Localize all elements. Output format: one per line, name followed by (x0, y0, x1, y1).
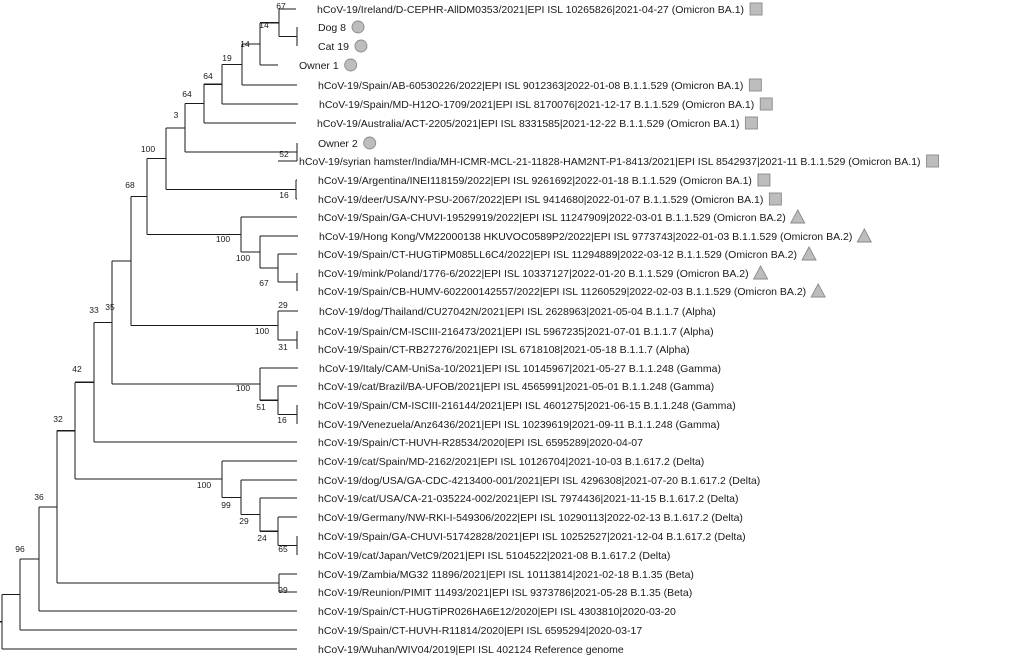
tip-label: hCoV-19/cat/Spain/MD-2162/2021|EPI ISL 1… (318, 456, 704, 468)
tip-label: hCoV-19/Venezuela/Anz6436/2021|EPI ISL 1… (318, 419, 720, 431)
square-marker-icon (749, 2, 763, 16)
bootstrap-value: 100 (141, 144, 155, 154)
bootstrap-value: 52 (279, 149, 289, 159)
bootstrap-value: 100 (236, 383, 250, 393)
tip-labels: hCoV-19/Ireland/D-CEPHR-AllDM0353/2021|E… (299, 2, 940, 656)
tip-label: hCoV-19/Spain/MD-H12O-1709/2021|EPI ISL … (319, 99, 754, 111)
square-marker-icon (759, 97, 773, 111)
tip-label: hCoV-19/mink/Poland/1776-6/2022|EPI ISL … (318, 268, 749, 280)
tip-label: hCoV-19/Reunion/PIMIT 11493/2021|EPI ISL… (318, 587, 692, 599)
bootstrap-value: 100 (236, 253, 250, 263)
bootstrap-value: 64 (203, 71, 213, 81)
bootstrap-value: 96 (15, 544, 25, 554)
circle-marker-icon (351, 20, 365, 34)
bootstrap-value: 100 (255, 326, 269, 336)
bootstrap-value: 31 (278, 342, 288, 352)
bootstrap-value: 29 (278, 300, 288, 310)
bootstrap-value: 100 (216, 234, 230, 244)
tip-label: hCoV-19/Zambia/MG32 11896/2021|EPI ISL 1… (318, 569, 694, 581)
tip-label: hCoV-19/Spain/CT-HUGTiPM085LL6C4/2022|EP… (318, 249, 797, 261)
bootstrap-value: 33 (89, 305, 99, 315)
tip-label: hCoV-19/Argentina/INEI118159/2022|EPI IS… (318, 175, 752, 187)
triangle-marker-icon (810, 283, 826, 298)
bootstrap-value: 99 (278, 585, 288, 595)
tip-label: hCoV-19/Australia/ACT-2205/2021|EPI ISL … (317, 118, 739, 130)
square-marker-icon (748, 78, 762, 92)
tip-label: hCoV-19/Spain/CT-HUGTiPR026HA6E12/2020|E… (318, 606, 676, 618)
tip-label: hCoV-19/Spain/GA-CHUVI-19529919/2022|EPI… (318, 212, 786, 224)
tip-label: hCoV-19/Wuhan/WIV04/2019|EPI ISL 402124 … (318, 644, 624, 656)
bootstrap-value: 99 (221, 500, 231, 510)
bootstrap-value: 67 (276, 1, 286, 11)
square-marker-icon (768, 192, 782, 206)
circle-marker-icon (344, 58, 358, 72)
tip-label: hCoV-19/Spain/CM-ISCIII-216473/2021|EPI … (318, 326, 714, 338)
bootstrap-value: 16 (277, 415, 287, 425)
tip-label: hCoV-19/Ireland/D-CEPHR-AllDM0353/2021|E… (317, 4, 744, 16)
bootstrap-value: 100 (197, 480, 211, 490)
square-marker-icon (744, 116, 758, 130)
tip-label: hCoV-19/dog/USA/GA-CDC-4213400-001/2021|… (318, 475, 760, 487)
tip-label: Dog 8 (318, 22, 346, 34)
bootstrap-value: 19 (222, 53, 232, 63)
triangle-marker-icon (752, 265, 769, 280)
tip-label: Cat 19 (318, 41, 349, 53)
bootstrap-value: 68 (125, 180, 135, 190)
tip-label: hCoV-19/Spain/GA-CHUVI-51742828/2021|EPI… (318, 531, 746, 543)
bootstrap-value: 36 (34, 492, 44, 502)
tip-label: hCoV-19/dog/Thailand/CU27042N/2021|EPI I… (319, 306, 716, 318)
circle-marker-icon (354, 39, 368, 53)
tip-label: hCoV-19/Italy/CAM-UniSa-10/2021|EPI ISL … (319, 363, 721, 375)
tip-label: Owner 1 (299, 60, 339, 72)
bootstrap-value: 3 (174, 110, 179, 120)
tip-label: hCoV-19/Spain/CT-RB27276/2021|EPI ISL 67… (318, 344, 690, 356)
bootstrap-value: 24 (257, 533, 267, 543)
tip-label: hCoV-19/Spain/CB-HUMV-602200142557/2022|… (318, 286, 806, 298)
triangle-marker-icon (856, 228, 873, 243)
tip-label: hCoV-19/Hong Kong/VM22000138 HKUVOC0589P… (319, 231, 852, 243)
bootstrap-value: 64 (182, 89, 192, 99)
square-marker-icon (757, 173, 771, 187)
tip-label: hCoV-19/Spain/CT-HUVH-R11814/2020|EPI IS… (318, 625, 642, 637)
tip-label: hCoV-19/cat/USA/CA-21-035224-002/2021|EP… (318, 493, 738, 505)
bootstrap-value: 29 (239, 516, 249, 526)
bootstrap-value: 16 (279, 190, 289, 200)
tip-label: hCoV-19/cat/Brazil/BA-UFOB/2021|EPI ISL … (318, 381, 714, 393)
bootstrap-value: 67 (259, 278, 269, 288)
bootstrap-value: 14 (259, 20, 269, 30)
bootstrap-value: 42 (72, 364, 82, 374)
bootstrap-value: 32 (53, 414, 63, 424)
triangle-marker-icon (801, 246, 817, 261)
bootstrap-value: 14 (240, 39, 250, 49)
tip-label: hCoV-19/Spain/CT-HUVH-R28534/2020|EPI IS… (318, 437, 643, 449)
tree-branches (0, 8, 298, 650)
bootstrap-value: 35 (105, 302, 115, 312)
tip-label: hCoV-19/Germany/NW-RKI-I-549306/2022|EPI… (318, 512, 743, 524)
tip-label: hCoV-19/Spain/CM-ISCIII-216144/2021|EPI … (318, 400, 736, 412)
bootstrap-value: 65 (278, 544, 288, 554)
circle-marker-icon (363, 136, 377, 150)
tip-label: Owner 2 (318, 138, 358, 150)
bootstrap-value: 51 (256, 402, 266, 412)
tip-label: hCoV-19/deer/USA/NY-PSU-2067/2022|EPI IS… (318, 194, 763, 206)
tip-label: hCoV-19/syrian hamster/India/MH-ICMR-MCL… (299, 156, 921, 168)
tip-label: hCoV-19/Spain/AB-60530226/2022|EPI ISL 9… (318, 80, 743, 92)
triangle-marker-icon (789, 209, 806, 224)
tip-label: hCoV-19/cat/Japan/VetC9/2021|EPI ISL 510… (318, 550, 670, 562)
support-values: 67 14 14 19 64 64 3 52 100 16 100 100 67 29 68 35 100 31 3… (15, 1, 289, 595)
square-marker-icon (926, 154, 940, 168)
